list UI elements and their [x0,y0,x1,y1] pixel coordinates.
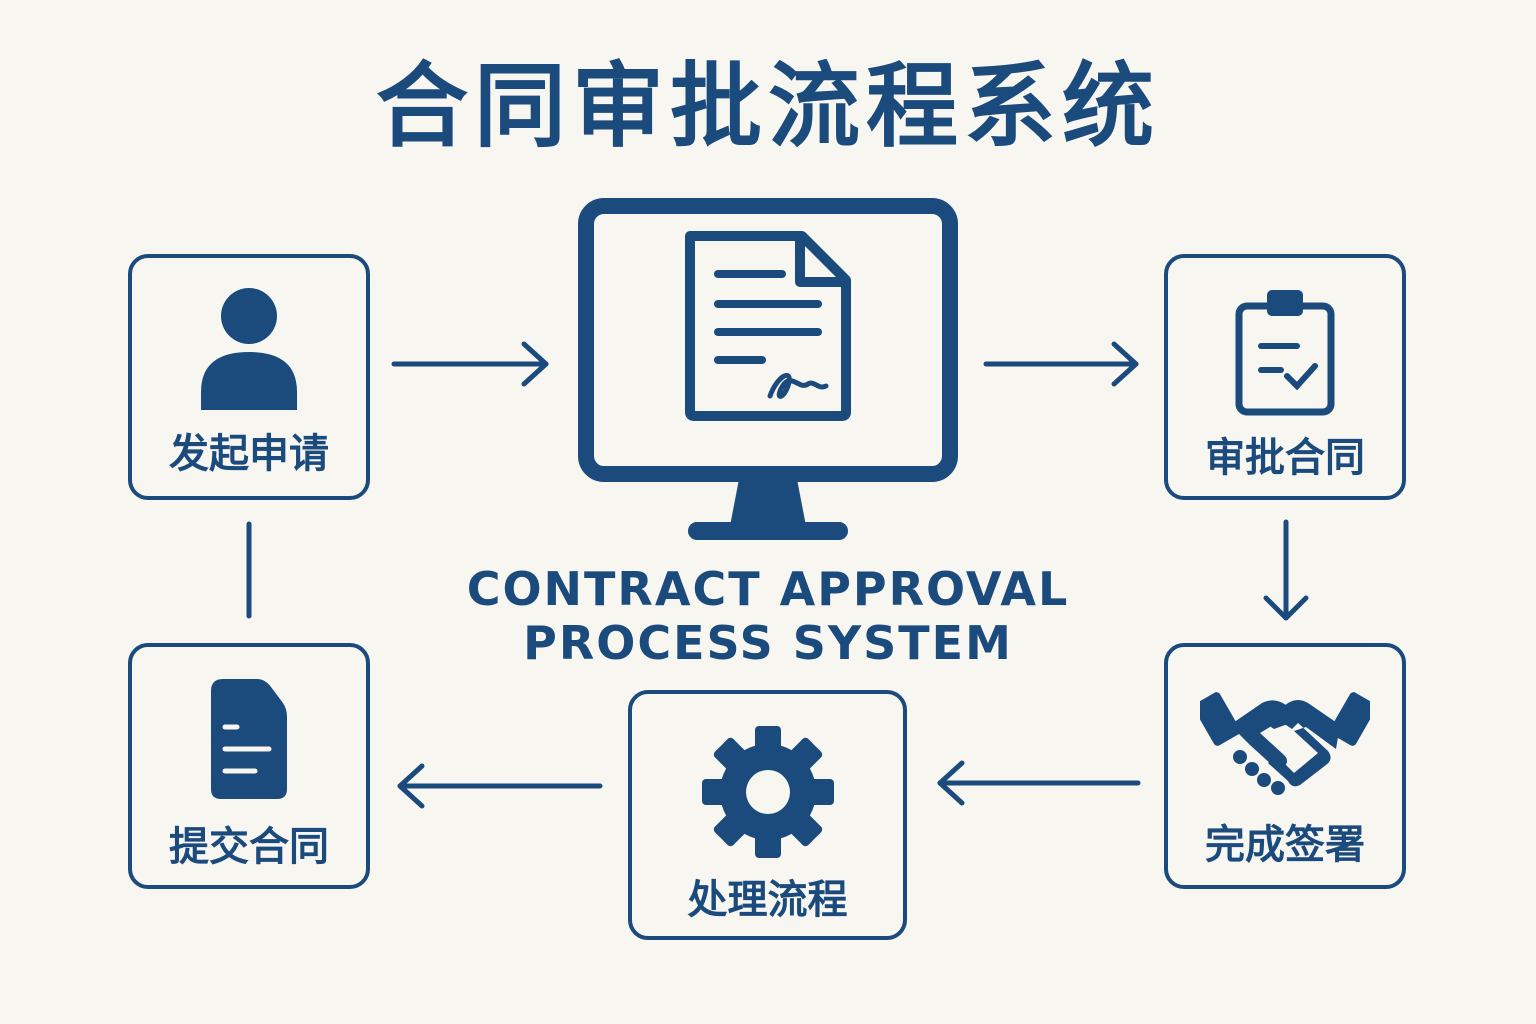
step-approve: 审批合同 [1164,254,1406,500]
step-apply: 发起申请 [128,254,370,500]
arrow-process-to-submit-icon [397,763,603,809]
subtitle-line-1: CONTRACT APPROVAL [466,562,1070,616]
signed-contract-icon [685,231,851,421]
arrow-approve-to-sign-icon [1263,519,1309,621]
step-submit: 提交合同 [128,643,370,889]
step-process: 处理流程 [628,690,907,940]
arrow-monitor-to-approve-icon [983,341,1139,387]
arrow-apply-to-monitor-icon [391,341,549,387]
gear-icon [701,726,834,858]
step-process-label: 处理流程 [687,877,848,923]
clipboard-check-icon [1235,290,1335,416]
handshake-icon [1200,692,1370,795]
step-approve-label: 审批合同 [1205,435,1365,481]
step-apply-label: 发起申请 [169,431,329,477]
subtitle-line-2: PROCESS SYSTEM [523,616,1013,670]
monitor-contract-icon [578,198,958,540]
step-sign: 完成签署 [1164,643,1406,889]
page-title: 合同审批流程系统 [375,53,1160,160]
step-submit-label: 提交合同 [169,824,329,870]
step-sign-label: 完成签署 [1205,822,1365,868]
user-icon [201,288,297,410]
arrow-sign-to-process-icon [937,760,1141,806]
document-icon [211,679,287,799]
